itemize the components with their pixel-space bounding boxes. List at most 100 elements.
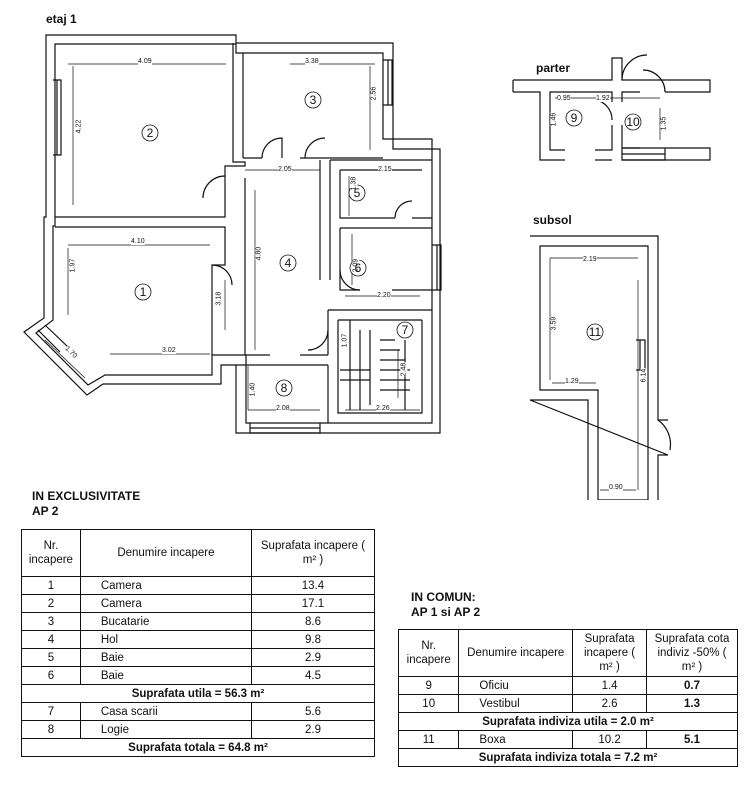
cell-cota: 5.1 [646, 730, 738, 749]
header-suprafata: Suprafata incapere ( m² ) [250, 529, 376, 577]
window-room2 [53, 79, 62, 156]
exclusive-title-line1: IN EXCLUSIVITATE [32, 489, 141, 503]
subtotal-useful: Suprafata indiviza utila = 2.0 m² [398, 712, 738, 731]
dimension-label: 2.56 [370, 86, 378, 101]
room-number: 6 [354, 261, 362, 275]
window-room8 [249, 423, 321, 434]
room-circle [396, 321, 414, 339]
basement-walls [529, 235, 669, 500]
cell-sup: 4.5 [250, 666, 376, 685]
cell-sup: 1.4 [572, 676, 648, 695]
cell-sup: 2.9 [250, 648, 376, 667]
cell-nr: 1 [21, 576, 81, 595]
stair-steps [340, 320, 410, 410]
dimension-label: 1.92 [596, 95, 610, 102]
exclusive-title-line2: AP 2 [32, 504, 59, 518]
subtotal-useful: Suprafata utila = 56.3 m² [21, 684, 375, 703]
total-row: Suprafata totala = 64.8 m² [21, 738, 375, 757]
room-number: 7 [401, 323, 409, 337]
header-denumire: Denumire incapere [79, 529, 252, 577]
cell-den: Boxa [458, 730, 574, 749]
cell-den: Logie [79, 720, 252, 739]
dimension-label: 2.08 [276, 405, 290, 412]
cell-den: Camera [79, 576, 252, 595]
subtotal-row: Suprafata indiviza utila = 2.0 m² [398, 712, 738, 731]
door-arc-hall [304, 137, 326, 159]
basement-door [657, 419, 672, 451]
cell-cota: 0.7 [646, 676, 738, 695]
cell-sup: 13.4 [250, 576, 376, 595]
cell-sup: 17.1 [250, 594, 376, 613]
cell-den: Hol [79, 630, 252, 649]
dimension-label: 6.14 [640, 368, 648, 383]
cell-nr: 2 [21, 594, 81, 613]
total-row: Suprafata indiviza totala = 7.2 m² [398, 748, 738, 767]
dimension-label: 3.18 [215, 291, 223, 306]
dimension-label: 3.59 [550, 316, 558, 331]
cell-nr: 3 [21, 612, 81, 631]
room-number: 5 [353, 186, 361, 200]
dimension-label: 2.05 [278, 166, 292, 173]
wall-room5-box [329, 159, 432, 291]
cell-nr: 8 [21, 720, 81, 739]
dimension-label: 1.29 [565, 378, 579, 385]
room-circle [141, 124, 159, 142]
cell-den: Bucatarie [79, 612, 252, 631]
common-title: IN COMUN: AP 1 si AP 2 [411, 590, 480, 620]
door-arc-room1 [211, 264, 233, 286]
common-table: Nr. incapere Denumire incapere Suprafata… [397, 629, 738, 767]
dimension-label: 4.80 [255, 246, 263, 261]
exclusive-title: IN EXCLUSIVITATE AP 2 [32, 489, 140, 519]
room-number: 4 [284, 256, 292, 270]
cell-nr: 10 [397, 694, 460, 713]
cell-den: Camera [79, 594, 252, 613]
cell-sup: 8.6 [250, 612, 376, 631]
room-number: 11 [588, 325, 602, 339]
room-circle [624, 113, 642, 131]
dimension-label: 1.40 [249, 382, 257, 397]
ground-door-arcs [595, 54, 666, 121]
header-denumire: Denumire incapere [458, 629, 574, 677]
dimension-label: 0.95 [557, 95, 571, 102]
room-number: 8 [280, 381, 288, 395]
room-circle [586, 323, 604, 341]
cell-sup: 2.6 [572, 694, 648, 713]
cell-cota: 1.3 [646, 694, 738, 713]
window-room6 [432, 244, 442, 291]
cell-sup: 5.6 [250, 702, 376, 721]
cell-nr: 11 [397, 730, 460, 749]
room-circle [275, 379, 293, 397]
cell-den: Baie [79, 666, 252, 685]
door-arc-room2 [202, 175, 226, 199]
room-circle [279, 254, 297, 272]
cell-den: Casa scarii [79, 702, 252, 721]
cell-den: Oficiu [458, 676, 574, 695]
cell-nr: 5 [21, 648, 81, 667]
cell-nr: 9 [397, 676, 460, 695]
door-arc-room3 [261, 137, 283, 159]
header-cota: Suprafata cota indiviz -50% ( m² ) [646, 629, 738, 677]
dimension-label: 1.35 [660, 116, 668, 131]
floor-plan-drawing [23, 34, 711, 500]
cell-den: Vestibul [458, 694, 574, 713]
basement-label: subsol [533, 213, 572, 227]
cell-nr: 6 [21, 666, 81, 685]
cell-sup: 2.9 [250, 720, 376, 739]
window-room3 [383, 59, 393, 106]
basement-window [636, 339, 646, 371]
common-title-line2: AP 1 si AP 2 [411, 605, 481, 619]
cell-den: Baie [79, 648, 252, 667]
wall-stair-box [327, 309, 432, 414]
room-number: 1 [139, 285, 147, 299]
door-arc-room6 [339, 269, 361, 291]
floor1-outer-wall [23, 34, 441, 434]
exclusive-table: Nr. incapere Denumire incapere Suprafata… [21, 529, 376, 757]
total-area: Suprafata indiviza totala = 7.2 m² [398, 748, 738, 767]
